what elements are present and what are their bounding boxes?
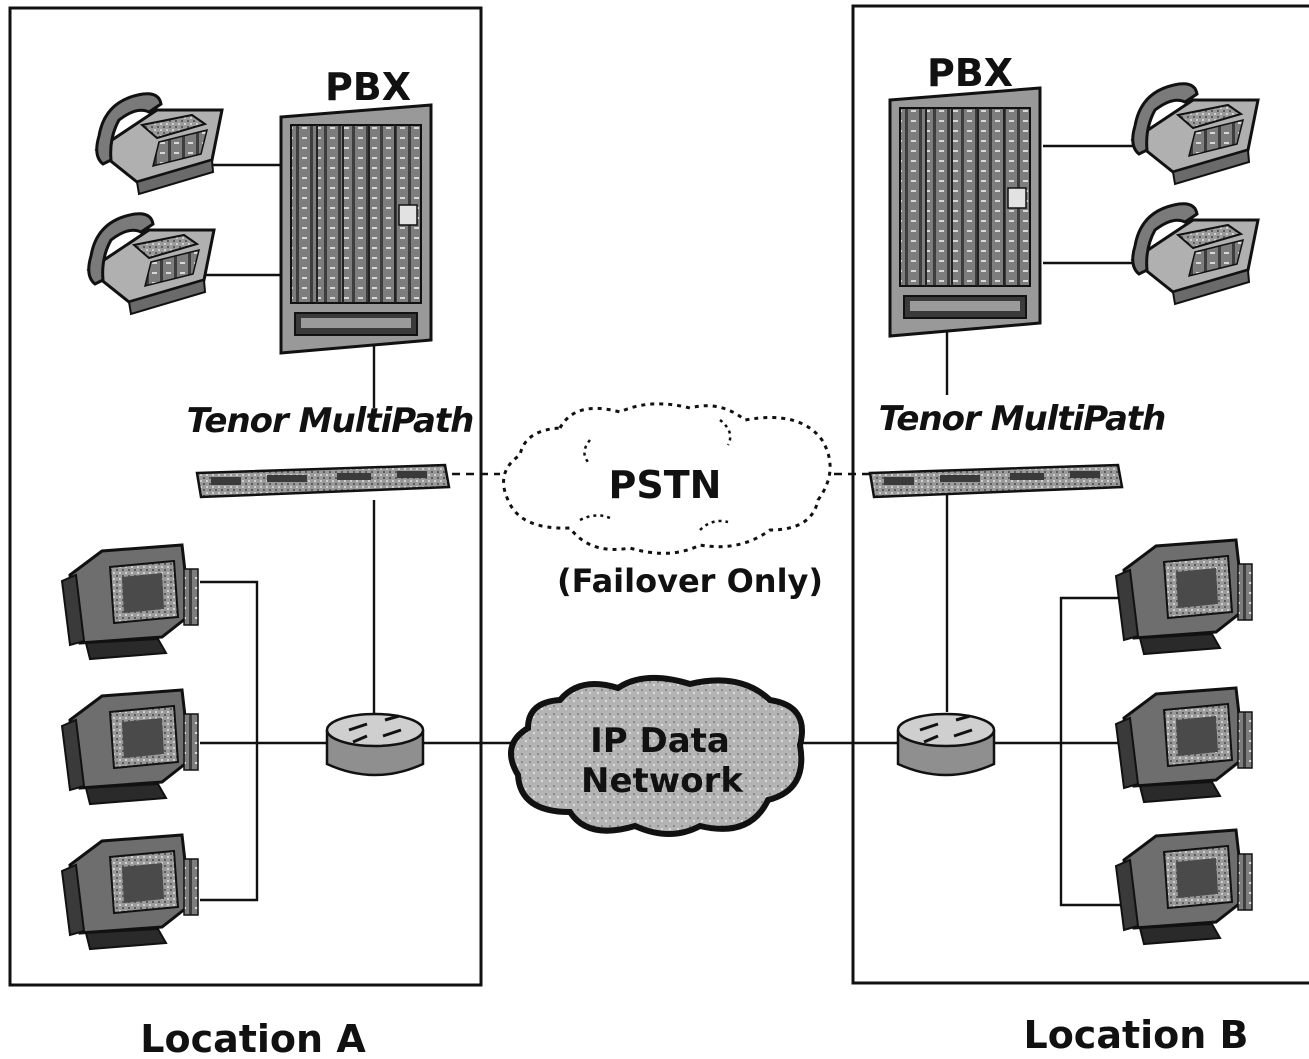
router-icon-b xyxy=(896,712,996,777)
computer-icon-b2 xyxy=(1114,686,1254,804)
pstn-note: (Failover Only) xyxy=(557,562,823,600)
ip-data-network-cloud-icon xyxy=(507,674,805,837)
computer-icon-a3 xyxy=(60,833,200,951)
pbx-icon-a xyxy=(279,103,433,355)
computer-icon-a2 xyxy=(60,688,200,806)
location-a-box xyxy=(8,6,483,987)
computer-icon-a1 xyxy=(60,543,200,661)
location-b-label: Location B xyxy=(1023,1013,1248,1057)
phone-icon-a2 xyxy=(87,212,216,316)
computer-icon-b3 xyxy=(1114,828,1254,946)
multipath-device-icon-a xyxy=(195,463,451,499)
ip-network-label-line1: IP Data xyxy=(590,721,730,761)
phone-icon-b2 xyxy=(1131,202,1260,306)
pbx-label-a: PBX xyxy=(325,65,411,109)
ip-network-label-line2: Network xyxy=(581,761,744,801)
location-a-label: Location A xyxy=(140,1017,366,1059)
router-icon-a xyxy=(325,712,425,777)
pstn-cloud-icon xyxy=(502,402,832,555)
pbx-icon-b xyxy=(888,86,1042,338)
multipath-label-b: Tenor MultiPath xyxy=(879,399,1166,439)
pstn-label: PSTN xyxy=(609,463,722,507)
phone-icon-b1 xyxy=(1131,82,1260,186)
multipath-label-a: Tenor MultiPath xyxy=(187,401,474,441)
multipath-device-icon-b xyxy=(868,463,1124,499)
pbx-label-b: PBX xyxy=(927,51,1013,95)
computer-icon-b1 xyxy=(1114,538,1254,656)
location-b-box xyxy=(851,4,1309,985)
phone-icon-a1 xyxy=(95,92,224,196)
